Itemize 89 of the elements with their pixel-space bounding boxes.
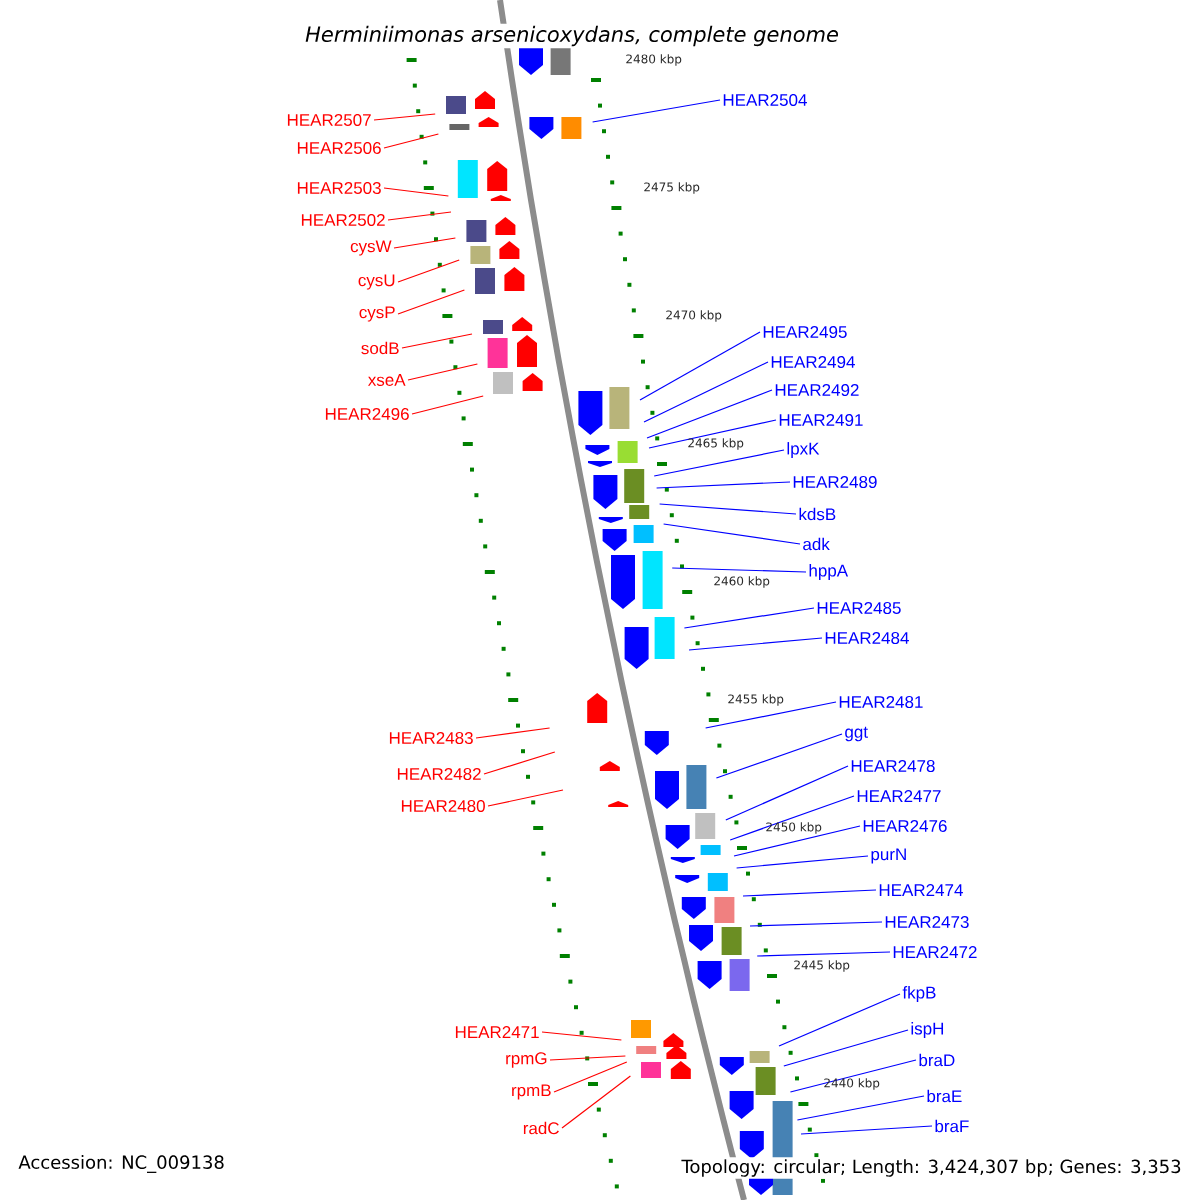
leader-line xyxy=(688,637,823,651)
gene-label: cysW xyxy=(350,240,392,256)
gene-label: HEAR2496 xyxy=(325,408,409,420)
gene-label: HEAR2489 xyxy=(793,476,877,488)
leader-line xyxy=(736,855,869,869)
gene-label: sodB xyxy=(361,341,399,355)
leader-line xyxy=(733,825,861,857)
gene-label: HEAR2476 xyxy=(863,820,947,832)
gene-label: HEAR2480 xyxy=(401,800,485,812)
leader-line xyxy=(656,481,791,489)
gene-label: HEAR2481 xyxy=(839,696,923,708)
leader-line xyxy=(800,1125,933,1135)
leader-line xyxy=(487,789,564,807)
gene-label: HEAR2478 xyxy=(851,760,935,772)
gene-label: cysP xyxy=(359,306,395,322)
gene-label: HEAR2472 xyxy=(893,946,977,958)
gene-label: HEAR2494 xyxy=(771,356,855,368)
gene-label: kdsB xyxy=(799,507,836,521)
gene-label: fkpB xyxy=(902,986,936,1002)
genome-info-text: Topology: circular; Length: 3,424,307 bp; Genes: 3,353 xyxy=(679,1157,1184,1179)
leader-line xyxy=(705,701,837,729)
leader-line xyxy=(397,289,465,315)
gene-label: HEAR2484 xyxy=(825,632,909,644)
gene-label: HEAR2482 xyxy=(397,768,481,780)
leader-line xyxy=(648,419,777,449)
title: Herminiimonas arsenicoxydans, complete genome xyxy=(303,23,841,49)
gene-label: braF xyxy=(935,1119,969,1133)
leader-line xyxy=(561,1075,631,1129)
leader-line xyxy=(796,1095,925,1121)
leader-line xyxy=(383,187,449,197)
gene-label: ispH xyxy=(911,1022,943,1038)
leader-line xyxy=(397,259,460,283)
gene-label: HEAR2485 xyxy=(817,602,901,614)
leader-line xyxy=(725,765,849,821)
leader-line xyxy=(659,503,797,515)
leader-line xyxy=(715,733,843,779)
gene-label: braE xyxy=(927,1089,962,1103)
leader-line xyxy=(756,951,891,957)
leader-line xyxy=(789,1059,917,1093)
leader-line xyxy=(729,795,855,841)
leader-line xyxy=(653,449,785,477)
gene-label: hppA xyxy=(809,564,849,580)
leader-line xyxy=(549,1055,626,1061)
leader-line xyxy=(742,889,877,897)
leader-line xyxy=(483,751,556,775)
gene-label: HEAR2471 xyxy=(455,1026,539,1038)
gene-label: braD xyxy=(919,1053,955,1067)
gene-label: purN xyxy=(871,848,906,864)
gene-label: adk xyxy=(803,537,830,551)
gene-label: rpmB xyxy=(512,1084,551,1100)
gene-label: HEAR2504 xyxy=(723,94,807,106)
leader-line xyxy=(407,363,478,381)
gene-label: cysU xyxy=(358,274,395,290)
gene-label: HEAR2491 xyxy=(779,414,863,426)
gene-label: radC xyxy=(523,1121,559,1135)
accession-text: Accession: NC_009138 xyxy=(16,1153,227,1175)
gene-label: lpxK xyxy=(787,442,820,458)
leader-line xyxy=(749,921,883,927)
leader-line xyxy=(639,331,761,401)
leader-line xyxy=(475,727,551,739)
gene-label: HEAR2502 xyxy=(301,214,385,226)
leader-line xyxy=(383,133,439,149)
leader-line xyxy=(778,993,901,1047)
gene-label: HEAR2483 xyxy=(389,732,473,744)
leader-line xyxy=(643,361,769,423)
gene-label: HEAR2495 xyxy=(763,326,847,338)
gene-label: HEAR2473 xyxy=(885,916,969,928)
leader-line xyxy=(387,211,452,221)
gene-label: HEAR2506 xyxy=(297,142,381,154)
leader-line xyxy=(663,523,801,545)
leader-line xyxy=(401,333,473,349)
leader-line xyxy=(592,99,721,123)
gene-label: xseA xyxy=(368,374,406,386)
leader-line xyxy=(541,1031,622,1041)
gene-label: HEAR2503 xyxy=(297,182,381,194)
gene-label: ggt xyxy=(845,726,868,742)
gene-label: HEAR2477 xyxy=(857,790,941,802)
leader-line xyxy=(553,1061,628,1093)
gene-label: HEAR2507 xyxy=(287,114,371,126)
gene-label: rpmG xyxy=(506,1052,547,1068)
leader-line xyxy=(783,1029,909,1067)
gene-label: HEAR2474 xyxy=(879,884,963,896)
leader-line xyxy=(671,567,807,573)
gene-label: HEAR2492 xyxy=(775,384,859,396)
leader-line xyxy=(411,395,484,415)
leader-line xyxy=(683,607,815,629)
leader-line xyxy=(393,237,456,249)
leader-line xyxy=(373,113,436,121)
leader-line xyxy=(646,389,773,439)
